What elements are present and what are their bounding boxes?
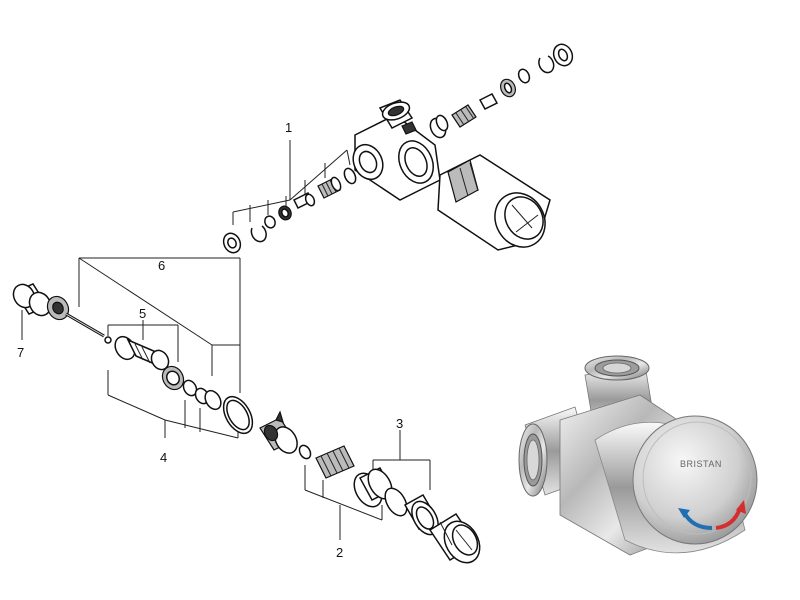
callout-4: 4: [160, 450, 167, 465]
o-ring: [517, 68, 531, 84]
callout-1: 1: [285, 120, 292, 135]
callout-4-leaders: [107, 370, 239, 439]
circlip: [538, 55, 555, 74]
callout-5-leaders: [107, 320, 179, 362]
filter: [478, 93, 499, 110]
locking-nut: [403, 493, 439, 536]
shroud-knob: [437, 154, 551, 251]
circlip: [250, 225, 267, 243]
o-ring: [182, 379, 198, 397]
cartridge-assembly: 6 5 7 4 3 2: [12, 257, 481, 564]
o-ring: [204, 389, 222, 411]
end-cap: [12, 283, 52, 317]
spring: [315, 445, 355, 479]
cartridge: [114, 335, 170, 371]
o-ring: [264, 215, 276, 229]
check-valve: [451, 104, 477, 128]
o-ring: [298, 444, 312, 460]
o-ring: [435, 114, 449, 132]
callout-6-leaders: [78, 257, 241, 393]
shroud-ring: [353, 467, 394, 508]
o-ring: [343, 167, 357, 185]
valve-body: [352, 99, 447, 201]
callout-3: 3: [396, 416, 403, 431]
callout-2: 2: [336, 545, 343, 560]
brand-logo: BRISTAN: [680, 459, 722, 469]
product-render: BRISTAN: [518, 355, 758, 556]
large-o-ring: [384, 487, 408, 517]
callout-1-leaders: [232, 140, 351, 225]
control-knob: [428, 512, 481, 564]
check-valve: [317, 176, 342, 199]
valve-body-assembly: 1: [222, 43, 574, 254]
callout-6: 6: [158, 258, 165, 273]
callout-2-leaders: [304, 465, 383, 540]
callout-7: 7: [17, 345, 24, 360]
callout-5: 5: [139, 306, 146, 321]
spindle: [46, 295, 112, 344]
thermostatic-element: [259, 410, 298, 454]
